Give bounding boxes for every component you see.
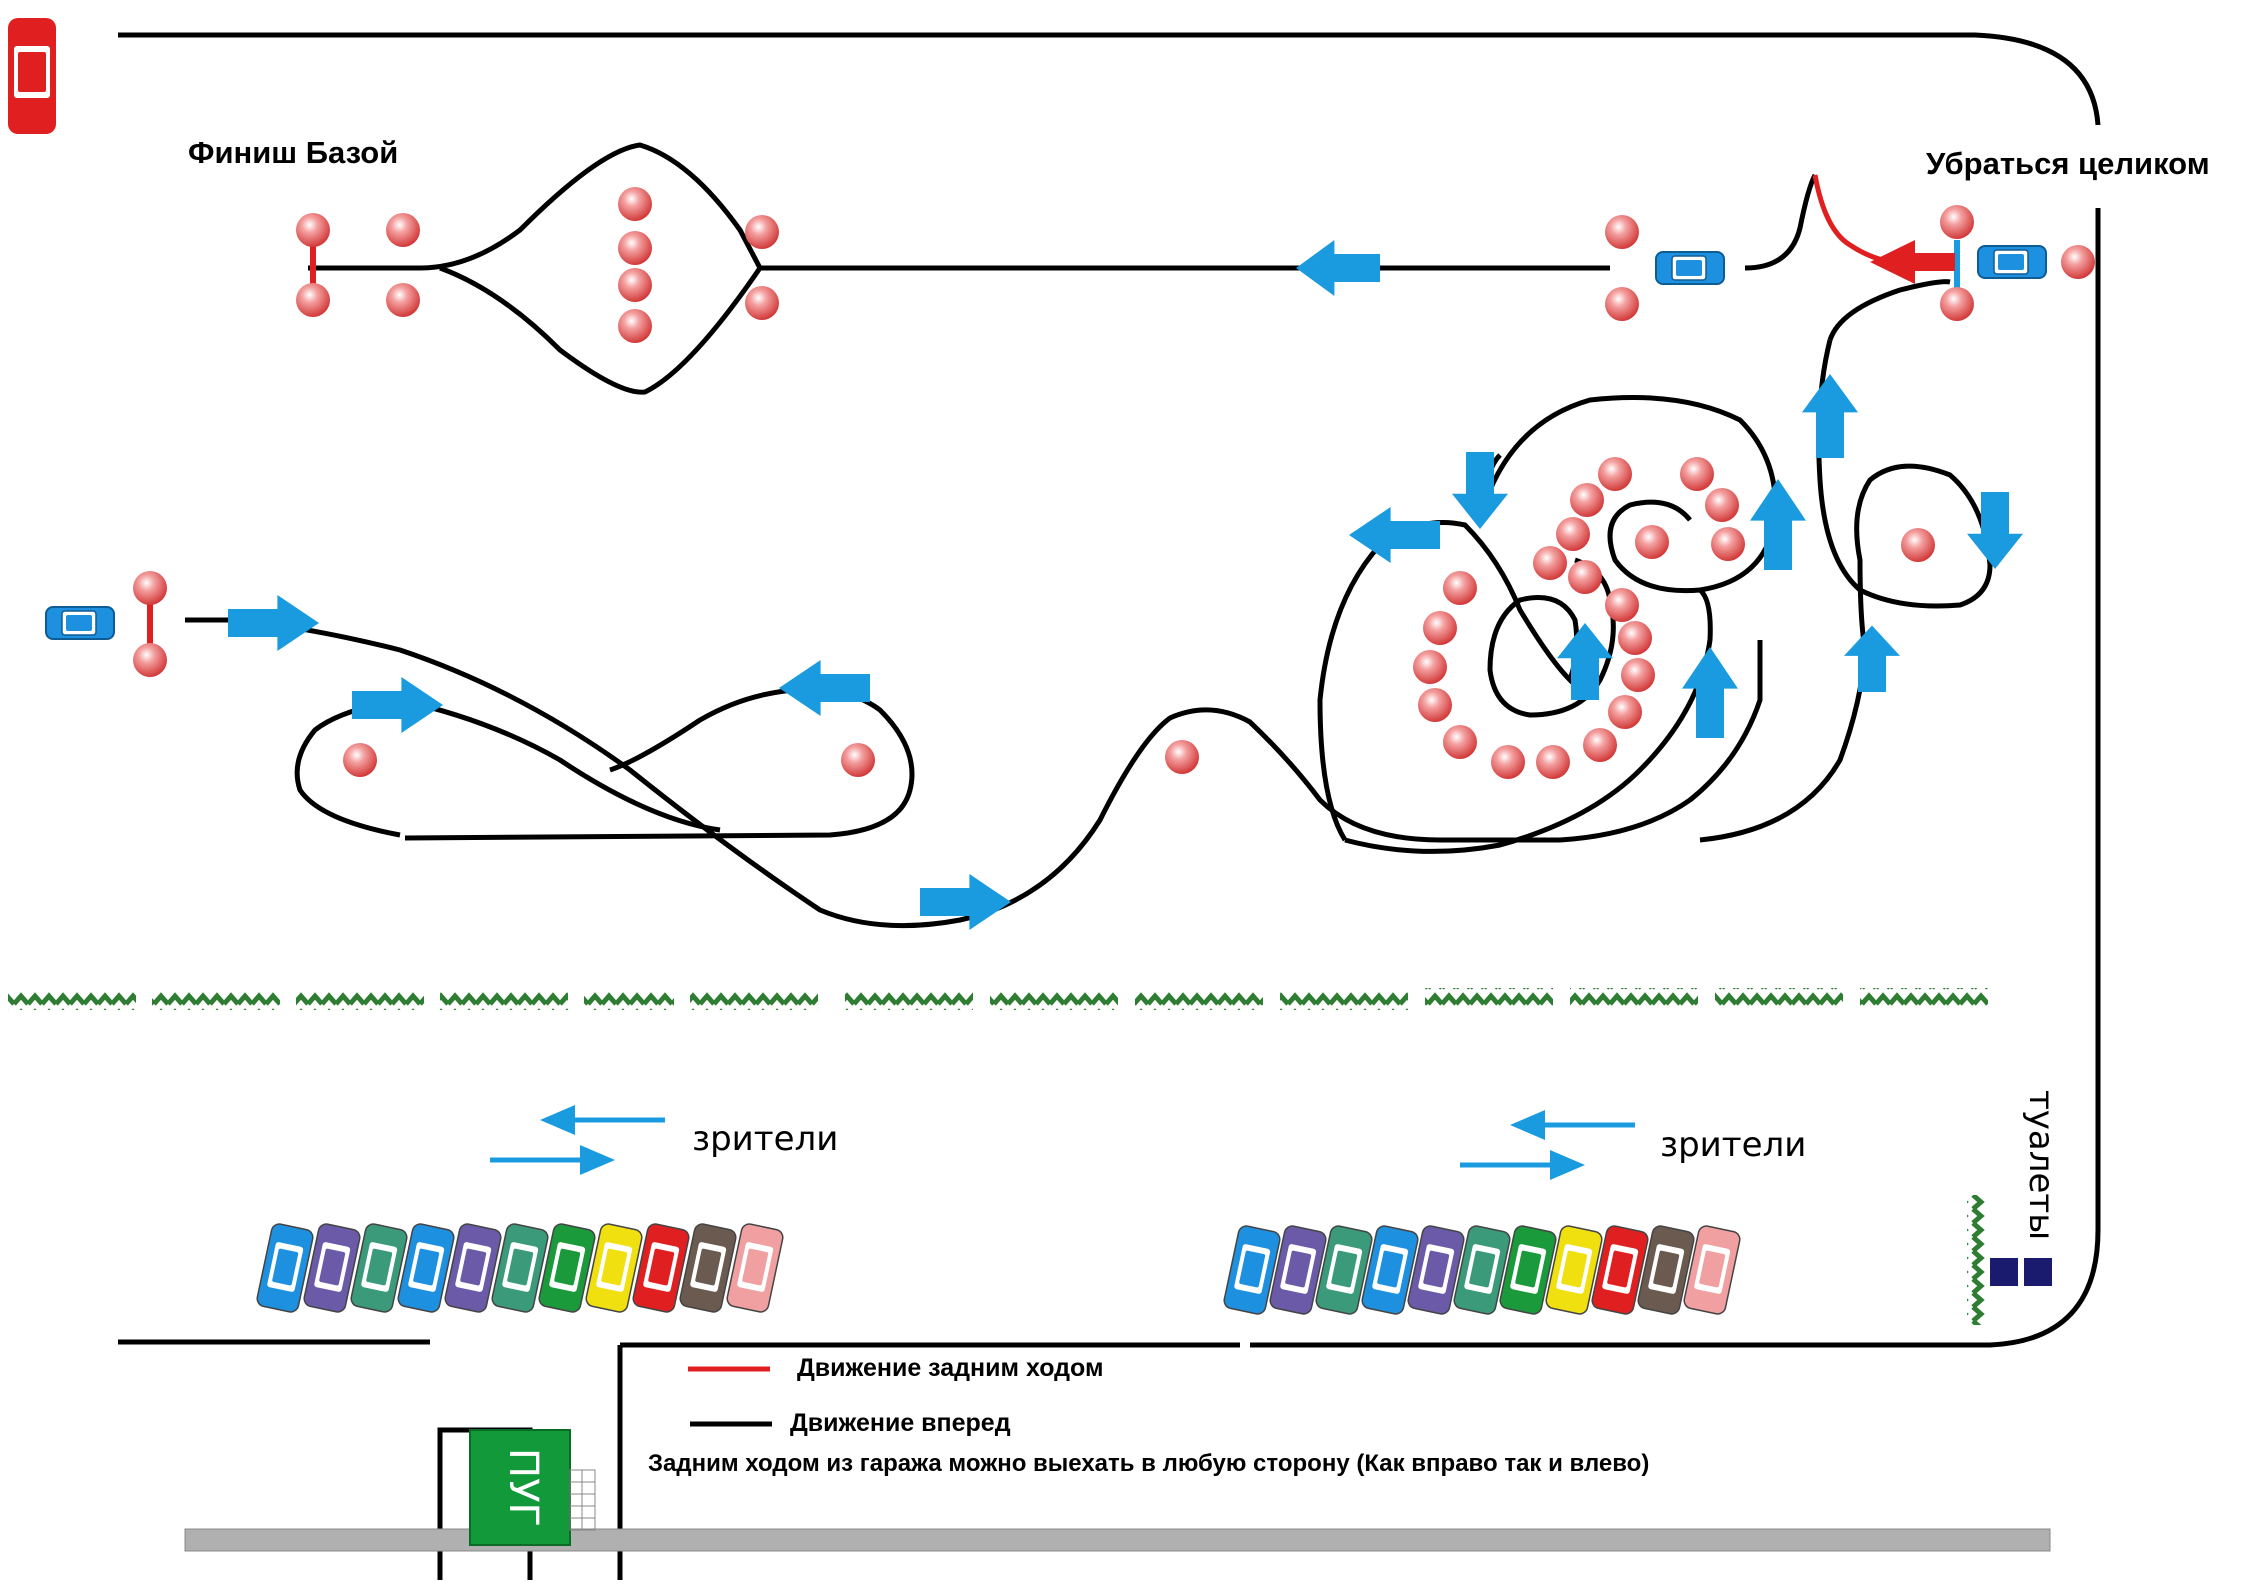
parked-car xyxy=(491,1223,549,1313)
label-spectators-2: зрители xyxy=(1660,1125,1806,1165)
parked-car xyxy=(1407,1225,1465,1315)
red-car-icon xyxy=(8,18,56,134)
forward-path-top-lower xyxy=(439,265,763,395)
parked-car xyxy=(1269,1225,1327,1315)
hedge-row xyxy=(8,988,1988,1010)
arrow-up-spiral-1 xyxy=(1557,623,1613,700)
car-top-right-1 xyxy=(1655,251,1725,285)
reverse-path-top xyxy=(1812,174,1945,265)
arrow-right-2 xyxy=(352,677,443,733)
hedge-vertical xyxy=(1967,1195,1985,1325)
legend-forward-label: Движение вперед xyxy=(790,1409,1011,1437)
spectators-arrows-1 xyxy=(490,1105,665,1175)
ground-strip xyxy=(184,1528,2051,1552)
label-finish: Финиш Базой xyxy=(188,135,398,170)
arrow-left-top xyxy=(1296,240,1380,296)
arrow-left-spiral xyxy=(1349,507,1440,563)
legend-reverse-label: Движение задним ходом xyxy=(797,1354,1103,1382)
parked-car xyxy=(1545,1225,1603,1315)
arrow-up-right-1 xyxy=(1802,374,1858,458)
venue-boundary xyxy=(118,32,2101,126)
parked-car xyxy=(726,1223,784,1313)
grid-icon xyxy=(569,1469,596,1531)
parked-car xyxy=(1361,1225,1419,1315)
cone xyxy=(133,643,167,677)
parked-car xyxy=(1453,1225,1511,1315)
forward-path-figure-eight-c xyxy=(404,687,915,841)
cone xyxy=(841,743,875,777)
forward-path-figure-eight-e xyxy=(609,686,831,773)
reverse-arrow xyxy=(1870,240,1955,284)
toilet-icon xyxy=(2024,1258,2052,1286)
parked-cars-row-2 xyxy=(1223,1225,1741,1315)
parked-car xyxy=(303,1223,361,1313)
forward-path-right-exit xyxy=(1827,279,1951,341)
arrow-down-spiral xyxy=(1452,452,1508,529)
car-start-left xyxy=(45,606,115,640)
parked-car xyxy=(1591,1225,1649,1315)
venue-boundary-right xyxy=(1250,208,2101,1348)
parked-car xyxy=(350,1223,408,1313)
car-top-right-2 xyxy=(1977,245,2047,279)
forward-path-spiral-outer xyxy=(1344,588,1713,854)
toilet-icon xyxy=(1990,1258,2018,1286)
forward-path-spiral xyxy=(1317,520,1616,842)
label-spectators-1: зрители xyxy=(692,1119,838,1159)
forward-path-top-right xyxy=(1744,173,1818,271)
spiral-cones xyxy=(1413,457,1935,779)
parked-car xyxy=(1683,1225,1741,1315)
forward-path-right-loop xyxy=(1699,339,1993,843)
cone xyxy=(133,571,167,605)
spectators-arrows-2 xyxy=(1460,1110,1635,1180)
parked-car xyxy=(632,1223,690,1313)
control-point-label: ПУГ xyxy=(500,1448,546,1527)
legend-note: Задним ходом из гаража можно выехать в л… xyxy=(648,1450,1649,1477)
cone xyxy=(343,743,377,777)
parked-car xyxy=(1499,1225,1557,1315)
arrow-right-1 xyxy=(228,595,319,651)
parked-car xyxy=(679,1223,737,1313)
arrow-left-figure-eight xyxy=(779,660,870,716)
forward-path-figure-eight xyxy=(185,617,1763,929)
parked-car xyxy=(1223,1225,1281,1315)
forward-path-top xyxy=(308,142,1610,271)
parked-car xyxy=(256,1223,314,1313)
parked-cars-row-1 xyxy=(256,1223,784,1313)
top-cones xyxy=(296,187,2095,343)
control-point-sign xyxy=(469,1429,571,1546)
arrow-up-spiral-2 xyxy=(1682,647,1738,738)
forward-path-figure-eight-b xyxy=(294,697,401,838)
forward-path-figure-eight-d xyxy=(399,697,721,833)
label-toilets: туалеты xyxy=(2021,1090,2061,1240)
parked-car xyxy=(538,1223,596,1313)
parked-car xyxy=(1637,1225,1695,1315)
parked-car xyxy=(585,1223,643,1313)
cone xyxy=(1165,740,1199,774)
parked-car xyxy=(1315,1225,1373,1315)
arrow-up-right-2 xyxy=(1844,625,1900,692)
parked-car xyxy=(397,1223,455,1313)
label-park-fully: Убраться целиком xyxy=(1926,146,2210,181)
parked-car xyxy=(444,1223,502,1313)
